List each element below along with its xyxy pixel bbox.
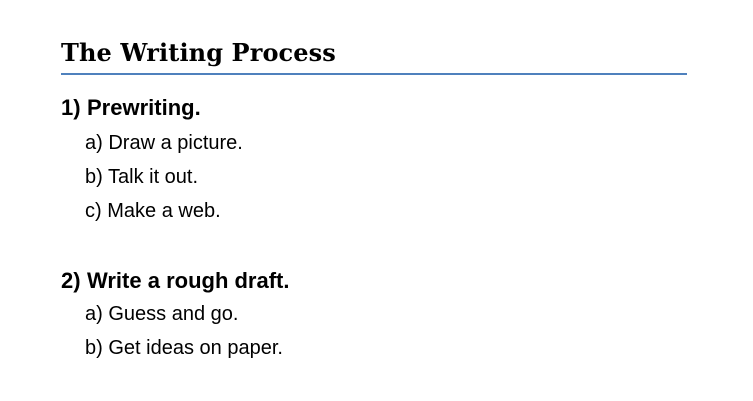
item-marker: c) (85, 200, 102, 222)
item-marker: a) (85, 132, 103, 154)
section-heading: 2)Write a rough draft. (61, 266, 290, 296)
item-text: Get ideas on paper. (108, 337, 283, 359)
section-heading: 1)Prewriting. (61, 93, 243, 123)
document-title: The Writing Process (61, 38, 336, 67)
list-item: b) Get ideas on paper. (61, 331, 290, 365)
item-text: Talk it out. (108, 166, 199, 188)
item-text: Draw a picture. (108, 132, 243, 154)
list-item: a) Guess and go. (61, 297, 290, 331)
item-text: Make a web. (107, 200, 221, 222)
section-number: 1) (61, 95, 81, 120)
section-prewriting: 1)Prewriting. a) Draw a picture. b) Talk… (61, 93, 243, 228)
section-number: 2) (61, 268, 81, 293)
list-item: b) Talk it out. (61, 160, 243, 194)
item-text: Guess and go. (108, 303, 239, 325)
item-marker: b) (85, 337, 103, 359)
title-underline (61, 73, 687, 75)
list-item: c) Make a web. (61, 194, 243, 228)
section-rough-draft: 2)Write a rough draft. a) Guess and go. … (61, 266, 290, 365)
item-marker: a) (85, 303, 103, 325)
step-list: a) Draw a picture. b) Talk it out. c) Ma… (61, 126, 243, 228)
list-item: a) Draw a picture. (61, 126, 243, 160)
section-title: Write a rough draft. (87, 268, 290, 293)
section-title: Prewriting. (87, 95, 201, 120)
step-list: a) Guess and go. b) Get ideas on paper. (61, 297, 290, 365)
item-marker: b) (85, 166, 103, 188)
